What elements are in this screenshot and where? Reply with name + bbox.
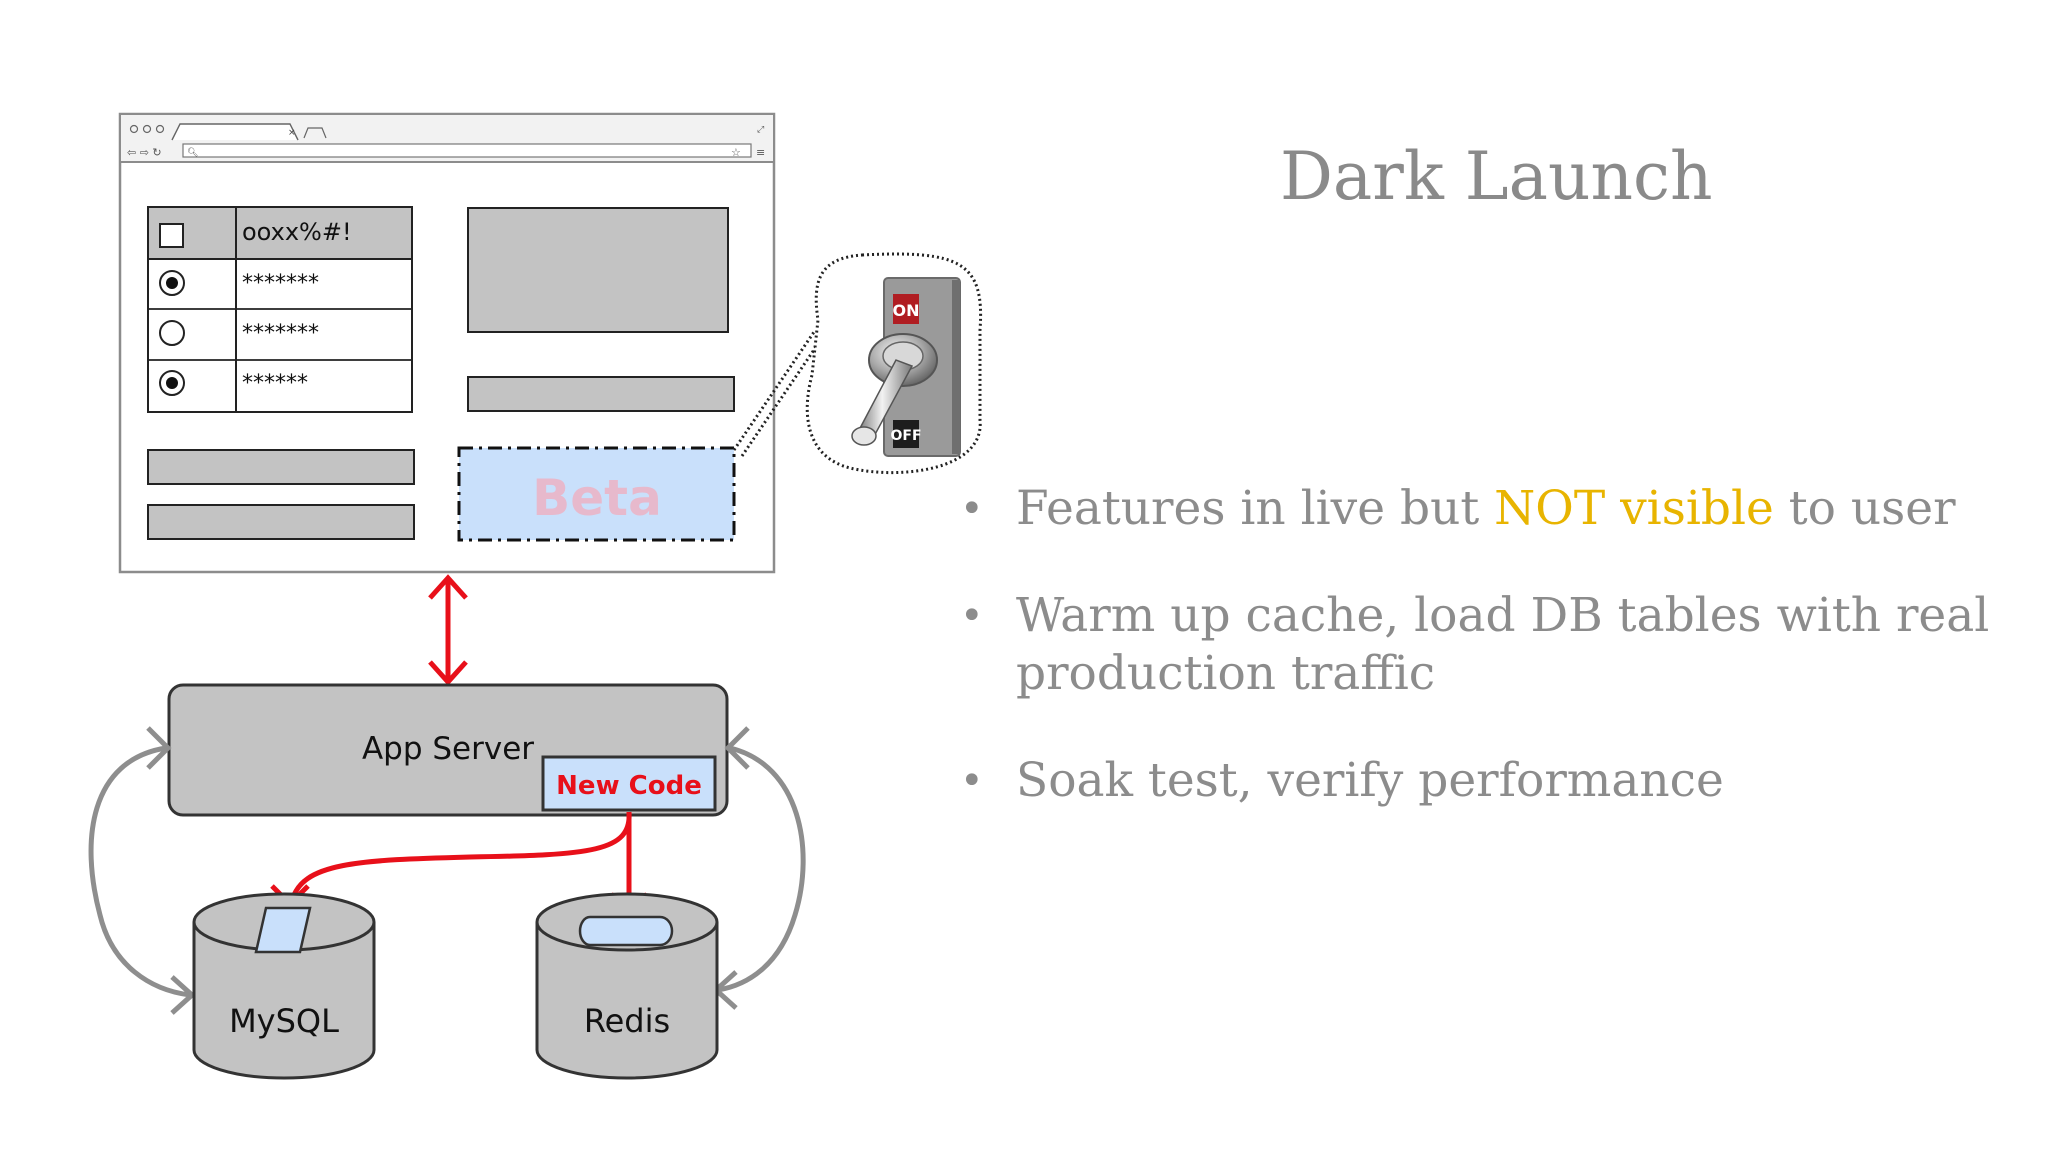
cache-scroll-icon — [578, 915, 674, 947]
toggle-on-label: ON — [893, 301, 920, 320]
radio-empty-icon — [159, 320, 185, 346]
mysql-database: MySQL — [192, 892, 376, 1080]
table-cell: ******* — [242, 321, 319, 346]
nav-buttons-icon: ⇦ ⇨ ↻ — [127, 146, 162, 159]
expand-icon: ⤢ — [756, 125, 764, 135]
redis-database: Redis — [535, 892, 719, 1080]
checkbox-icon — [159, 223, 184, 248]
toggle-switch-icon: ON OFF — [851, 277, 961, 457]
bullet-text: to user — [1773, 481, 1956, 536]
tab-close-icon: × — [288, 128, 296, 138]
placeholder-bar — [467, 376, 735, 412]
table-cell: ****** — [242, 371, 308, 396]
radio-selected-icon — [159, 270, 185, 296]
star-icon: ☆ — [731, 146, 741, 159]
menu-icon: ≡ — [756, 146, 765, 159]
toggle-off-label: OFF — [890, 428, 921, 444]
beta-feature-box: Beta — [457, 446, 736, 542]
bullet-text: Features in live but — [1016, 481, 1495, 536]
callout-line — [740, 337, 824, 457]
window-controls — [129, 124, 165, 134]
placeholder-bar — [147, 504, 415, 540]
right-cache-arrow — [712, 726, 806, 1010]
document-icon — [254, 906, 312, 954]
bullet-list: Features in live but NOT visible to user… — [960, 480, 1990, 859]
browser-tab — [171, 123, 299, 141]
bullet-highlight: NOT visible — [1494, 481, 1774, 536]
new-code-box — [541, 755, 717, 812]
bullet-item: Soak test, verify performance — [960, 752, 1990, 810]
address-bar — [182, 143, 752, 158]
wireframe-table: ooxx%#! ******* ******* ****** — [147, 206, 413, 413]
bullet-item: Warm up cache, load DB tables with real … — [960, 587, 1990, 703]
bullet-item: Features in live but NOT visible to user — [960, 480, 1990, 538]
callout-line — [732, 331, 816, 451]
placeholder-image — [467, 207, 729, 333]
app-server-box: App Server New Code — [167, 683, 729, 817]
table-header-text: ooxx%#! — [242, 218, 352, 246]
table-cell: ******* — [242, 271, 319, 296]
new-tab-icon — [303, 127, 327, 139]
slide-title: Dark Launch — [1280, 138, 1713, 215]
mysql-label: MySQL — [229, 1002, 339, 1040]
left-cache-arrow — [88, 726, 196, 1015]
new-code-label: New Code — [556, 771, 702, 801]
radio-selected-icon — [159, 370, 185, 396]
browser-window: × ⤢ ⇦ ⇨ ↻ 🔍︎ ☆ ≡ ooxx%#! — [118, 112, 776, 574]
app-server-label: App Server — [362, 731, 534, 767]
beta-label: Beta — [532, 469, 662, 527]
search-icon: 🔍︎ — [187, 147, 198, 158]
placeholder-bar — [147, 449, 415, 485]
bullet-text: Soak test, verify performance — [1016, 753, 1724, 808]
bullet-text: Warm up cache, load DB tables with real … — [1016, 588, 1990, 701]
redis-label: Redis — [584, 1002, 670, 1040]
browser-server-arrow — [428, 574, 468, 686]
